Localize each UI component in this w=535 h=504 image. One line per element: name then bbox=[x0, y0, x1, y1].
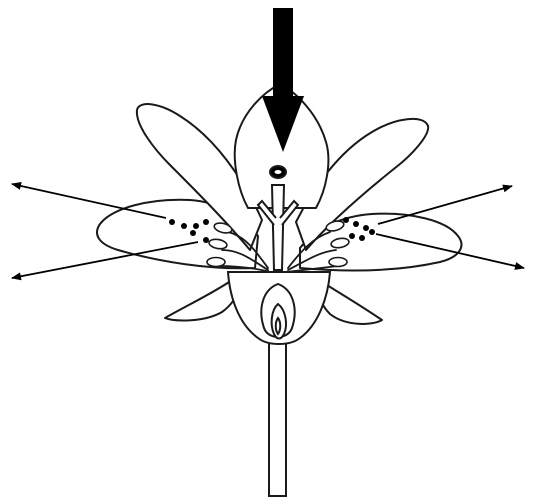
anther-right-3 bbox=[329, 258, 347, 267]
style bbox=[272, 185, 284, 270]
anther-left-3 bbox=[207, 258, 225, 267]
arrow-upper-right bbox=[378, 186, 512, 224]
arrow-upper-left bbox=[12, 184, 166, 218]
receptacle bbox=[228, 272, 330, 344]
stem bbox=[269, 330, 286, 496]
